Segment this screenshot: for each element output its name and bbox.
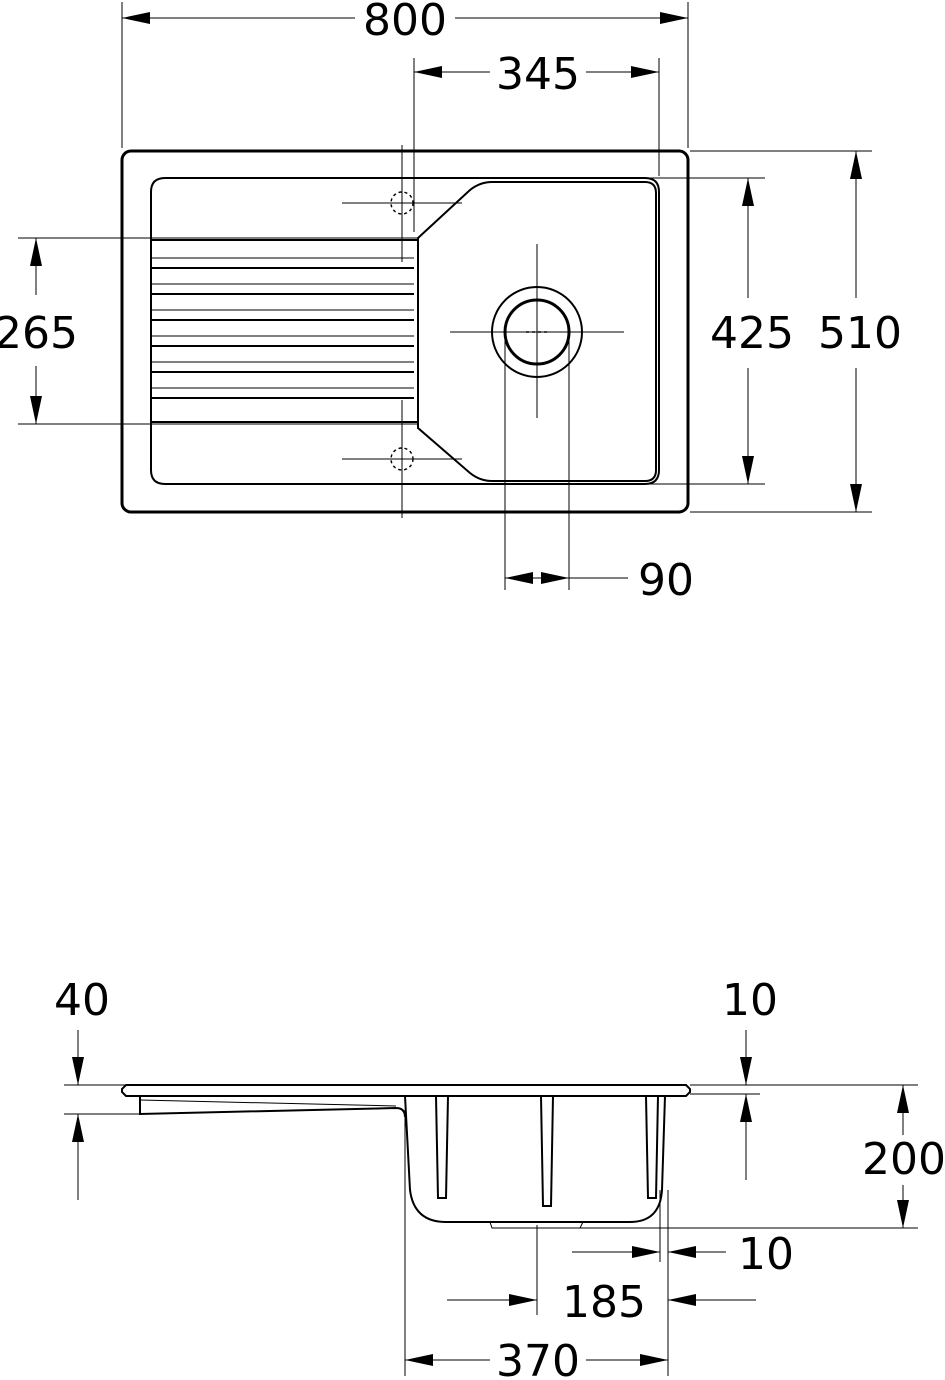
dim-label-90: 90	[638, 555, 694, 606]
dim-waste-diameter: 90	[504, 334, 694, 606]
dim-waste-offset: 185	[447, 1225, 756, 1328]
side-view: 40 10 200	[54, 975, 945, 1380]
dim-label-200: 200	[862, 1134, 945, 1185]
dim-label-10-top: 10	[722, 975, 778, 1026]
dim-label-345: 345	[496, 49, 580, 100]
side-rim	[121, 1084, 691, 1097]
dim-label-370: 370	[496, 1336, 580, 1380]
bowl-ribs	[435, 1095, 659, 1207]
dim-drainer-height: 265	[0, 237, 418, 425]
waste-outlet	[450, 244, 624, 418]
dim-side-bowl-width: 370	[404, 1110, 669, 1380]
dim-overall-width: 800	[121, 0, 689, 148]
top-view: 800 345 265	[0, 0, 902, 606]
dim-side-bowl-depth: 200	[580, 1084, 945, 1229]
side-drainer	[139, 1096, 406, 1118]
dim-rim-thickness: 10	[690, 975, 778, 1180]
drainer-grooves	[151, 239, 418, 423]
dim-bowl-width: 345	[413, 49, 660, 232]
dim-rim-height: 40	[54, 975, 140, 1200]
bowl-outline	[417, 181, 657, 482]
dim-overall-depth: 510	[690, 150, 902, 513]
dim-label-10-bottom: 10	[738, 1229, 794, 1280]
sink-outline	[120, 149, 690, 514]
dim-label-40: 40	[54, 975, 110, 1026]
dim-label-800: 800	[363, 0, 447, 46]
dim-label-185: 185	[562, 1277, 646, 1328]
dim-label-510: 510	[818, 308, 902, 359]
dim-label-265: 265	[0, 308, 78, 359]
dim-label-425: 425	[710, 308, 794, 359]
side-bowl	[404, 1095, 666, 1223]
dim-wall-offset: 10	[572, 1190, 794, 1280]
dim-bowl-depth: 425	[630, 177, 794, 485]
